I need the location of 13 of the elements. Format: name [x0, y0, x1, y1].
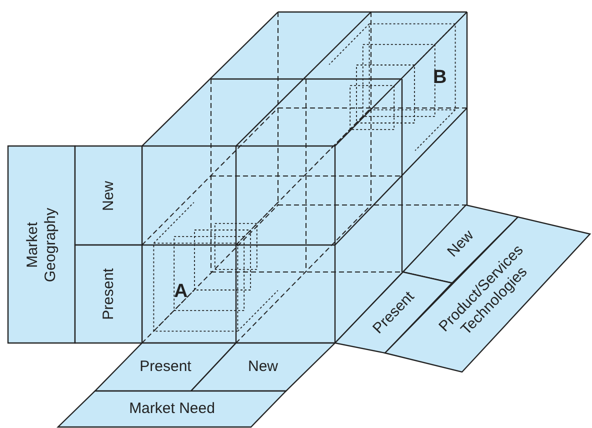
axis-label: Market Geography: [24, 206, 60, 284]
label-panel: [75, 245, 142, 343]
axis-label: Market Need: [128, 400, 216, 418]
axis-label: New: [100, 180, 118, 213]
label-panel: [95, 343, 236, 391]
axis-label: Present: [138, 358, 192, 376]
cell-marker: A: [174, 282, 188, 301]
axis-label: New: [246, 358, 279, 376]
label-panel: [58, 391, 286, 427]
label-panel: [8, 146, 75, 343]
cell-marker: B: [433, 68, 447, 87]
label-panel: [75, 146, 142, 245]
axis-label: Present: [100, 267, 118, 322]
